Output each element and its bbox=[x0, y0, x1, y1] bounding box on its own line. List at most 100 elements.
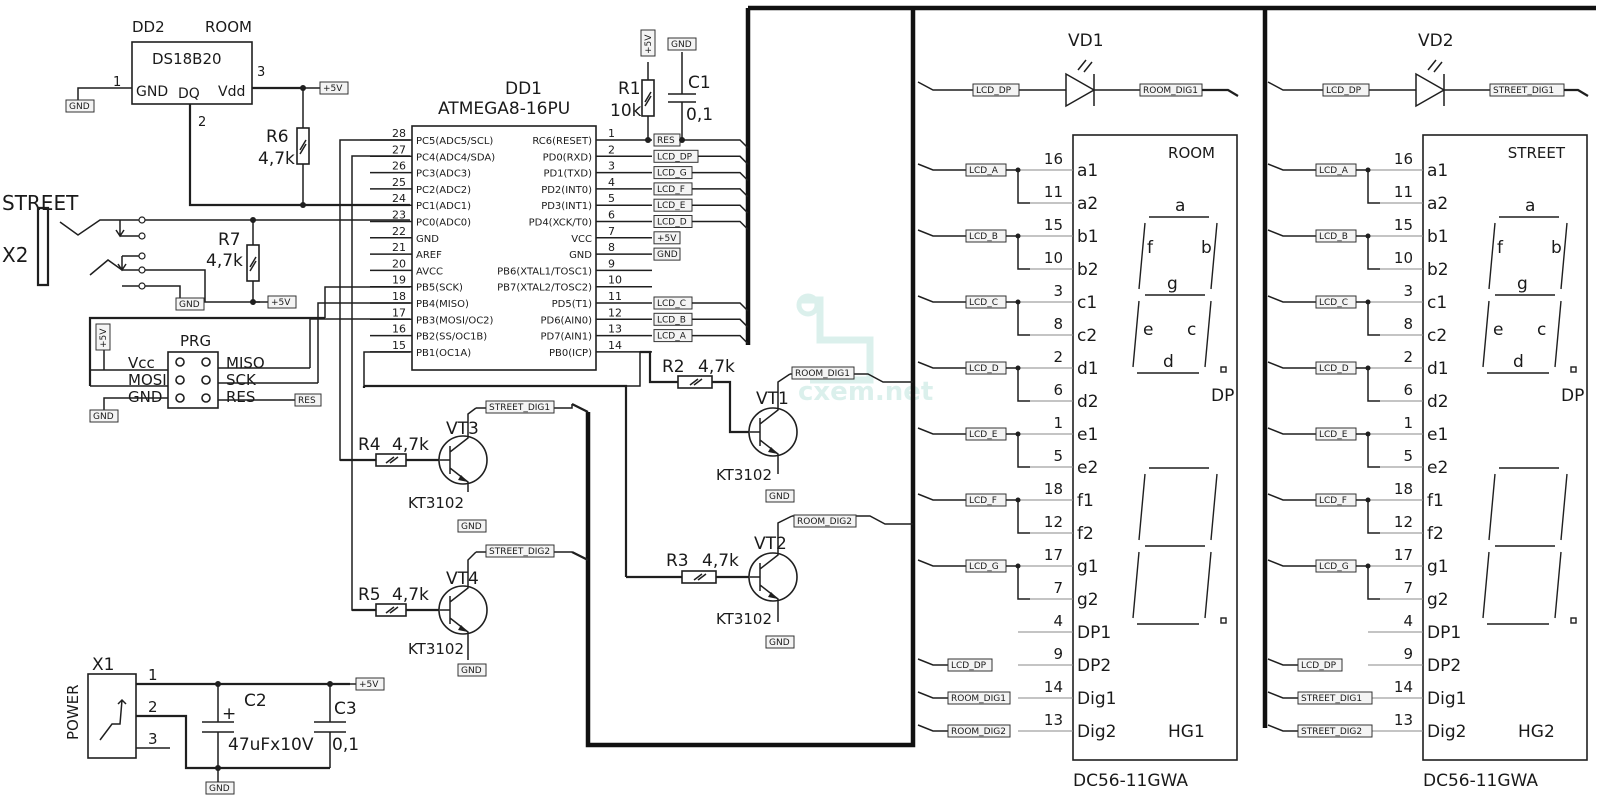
prg-vcc: Vcc bbox=[128, 354, 155, 372]
mcu-right-pin-num: 4 bbox=[608, 176, 615, 189]
display-pin-num: 11 bbox=[1044, 183, 1063, 201]
seg-letter: g bbox=[1517, 274, 1528, 294]
r3-ref: R3 bbox=[666, 551, 689, 571]
mcu-ref: DD1 bbox=[505, 79, 542, 99]
c1-value: 0,1 bbox=[686, 105, 713, 125]
mcu-net-tag: LCD_E bbox=[653, 198, 749, 214]
display-pin-name: b2 bbox=[1077, 260, 1099, 280]
tag-text: ROOM_DIG2 bbox=[797, 517, 852, 527]
seg-letter: a bbox=[1525, 196, 1535, 216]
jack-gnd-tag: GND bbox=[175, 297, 205, 311]
display-pin-num: 2 bbox=[1403, 348, 1413, 366]
x1-label: POWER bbox=[64, 684, 82, 740]
mcu-right-pin-num: 8 bbox=[608, 241, 615, 254]
mcu-right-pin-num: 6 bbox=[608, 209, 615, 222]
display-pin-name: d1 bbox=[1427, 359, 1449, 379]
seg-letter: c bbox=[1187, 320, 1196, 340]
display-pin-name: c1 bbox=[1077, 293, 1097, 313]
tag-text: GND bbox=[69, 102, 90, 112]
c1-ref: C1 bbox=[688, 73, 711, 93]
display-pin-name: a2 bbox=[1077, 194, 1098, 214]
mcu-left-pin-name: PC1(ADC1) bbox=[416, 201, 471, 212]
mcu-right-pin-num: 12 bbox=[608, 306, 622, 319]
mcu-net-tag: LCD_B bbox=[653, 312, 749, 328]
mcu-net-tag: LCD_D bbox=[653, 215, 749, 231]
tag-text: LCD_F bbox=[1319, 496, 1347, 506]
display-pin-num: 14 bbox=[1394, 678, 1413, 696]
transistor-vt1: VT1 KT3102 bbox=[716, 373, 798, 484]
mcu-right-pin-num: 5 bbox=[608, 192, 615, 205]
tag-text: GND bbox=[209, 784, 230, 794]
sensor-room-label: ROOM bbox=[205, 18, 252, 36]
mcu-right-pin-num: 14 bbox=[608, 339, 622, 352]
tag-text: LCD_C bbox=[657, 299, 686, 309]
display-pin-num: 4 bbox=[1053, 612, 1063, 630]
mcu-net-tag: LCD_DP bbox=[653, 149, 749, 165]
mcu-right-pin-name: PB6(XTAL1/TOSC1) bbox=[497, 266, 592, 277]
tag-text: LCD_B bbox=[657, 315, 686, 325]
tag-text: LCD_DP bbox=[1326, 86, 1362, 96]
display-pin-num: 6 bbox=[1053, 381, 1063, 399]
sensor-gnd-tag: GND bbox=[65, 99, 95, 113]
display-pin-name: b1 bbox=[1427, 227, 1449, 247]
tag-text: +5V bbox=[359, 680, 379, 690]
tag-text: GND bbox=[657, 250, 678, 260]
seg-letter: d bbox=[1163, 352, 1174, 372]
mcu-right-pin-name: PB0(ICP) bbox=[549, 348, 592, 359]
display-pin-num: 12 bbox=[1044, 513, 1063, 531]
c2-plus: + bbox=[222, 704, 236, 724]
tag-text: LCD_E bbox=[657, 201, 686, 211]
display-pin-num: 5 bbox=[1403, 447, 1413, 465]
vt4-part: KT3102 bbox=[408, 640, 464, 658]
display-pin-num: 3 bbox=[1403, 282, 1413, 300]
r2-value: 4,7k bbox=[698, 357, 735, 377]
r5-value: 4,7k bbox=[392, 585, 429, 605]
power-5v-tag: +5V bbox=[350, 677, 385, 691]
mcu-right-pin-num: 2 bbox=[608, 143, 615, 156]
tag-text: RES bbox=[298, 396, 316, 406]
segment-dp bbox=[1220, 617, 1227, 624]
capacitor-c1: C1 0,1 bbox=[668, 52, 713, 143]
vt3-part: KT3102 bbox=[408, 494, 464, 512]
display-pin-name: b1 bbox=[1077, 227, 1099, 247]
resistor-r7: R7 4,7k bbox=[206, 217, 260, 305]
display-pin-num: 1 bbox=[1403, 414, 1413, 432]
mcu-right-pin-num: 1 bbox=[608, 127, 615, 140]
r1-ref: R1 bbox=[618, 79, 641, 99]
mcu-right-pin-name: PB7(XTAL2/TOSC2) bbox=[497, 283, 592, 294]
mcu-left-pin-num: 16 bbox=[392, 323, 406, 336]
temperature-sensor: DD2 ROOM DS18B20 GND DQ Vdd 1 2 3 bbox=[77, 18, 410, 207]
tag-text: GND bbox=[93, 412, 114, 422]
mcu-left-pin-num: 23 bbox=[392, 209, 406, 222]
mcu-left-pin-num: 26 bbox=[392, 160, 406, 173]
display-pin-name: Dig2 bbox=[1427, 722, 1466, 742]
display-pin-name: DP2 bbox=[1427, 656, 1461, 676]
r2-ref: R2 bbox=[662, 357, 685, 377]
tag-text: +5V bbox=[644, 34, 654, 54]
display-pin-num: 3 bbox=[1053, 282, 1063, 300]
mcu-right-pin-name: PD7(AIN1) bbox=[540, 332, 592, 343]
tag-text: LCD_G bbox=[1319, 562, 1349, 572]
dig-tag bbox=[1297, 724, 1373, 738]
dig-tag bbox=[947, 691, 1011, 705]
capacitor-c3: C3 0,1 bbox=[314, 681, 359, 768]
vt3-gnd-tag: GND bbox=[457, 519, 487, 533]
mcu-left-pin-num: 27 bbox=[392, 143, 406, 156]
display-pin-name: e2 bbox=[1427, 458, 1448, 478]
mcu-net-tag: LCD_C bbox=[653, 296, 749, 312]
tag-text: STREET_DIG2 bbox=[1301, 727, 1362, 737]
display-pin-name: DP2 bbox=[1077, 656, 1111, 676]
mcu-right-pin-name: PD2(INT0) bbox=[541, 185, 592, 196]
resistor-r5: R5 4,7k bbox=[352, 585, 440, 617]
display-title: ROOM bbox=[1168, 144, 1215, 162]
mcu-right-pin-name: PD0(RXD) bbox=[543, 152, 592, 163]
tag-text: LCD_G bbox=[969, 562, 999, 572]
tag-text: LCD_B bbox=[1319, 232, 1348, 242]
mcu-right-pin-num: 9 bbox=[608, 257, 615, 270]
display-pin-name: g1 bbox=[1077, 557, 1099, 577]
prg-res: RES bbox=[226, 388, 255, 406]
mcu-right-pin-name: PD5(T1) bbox=[552, 299, 592, 310]
mcu-left-pin-num: 28 bbox=[392, 127, 406, 140]
